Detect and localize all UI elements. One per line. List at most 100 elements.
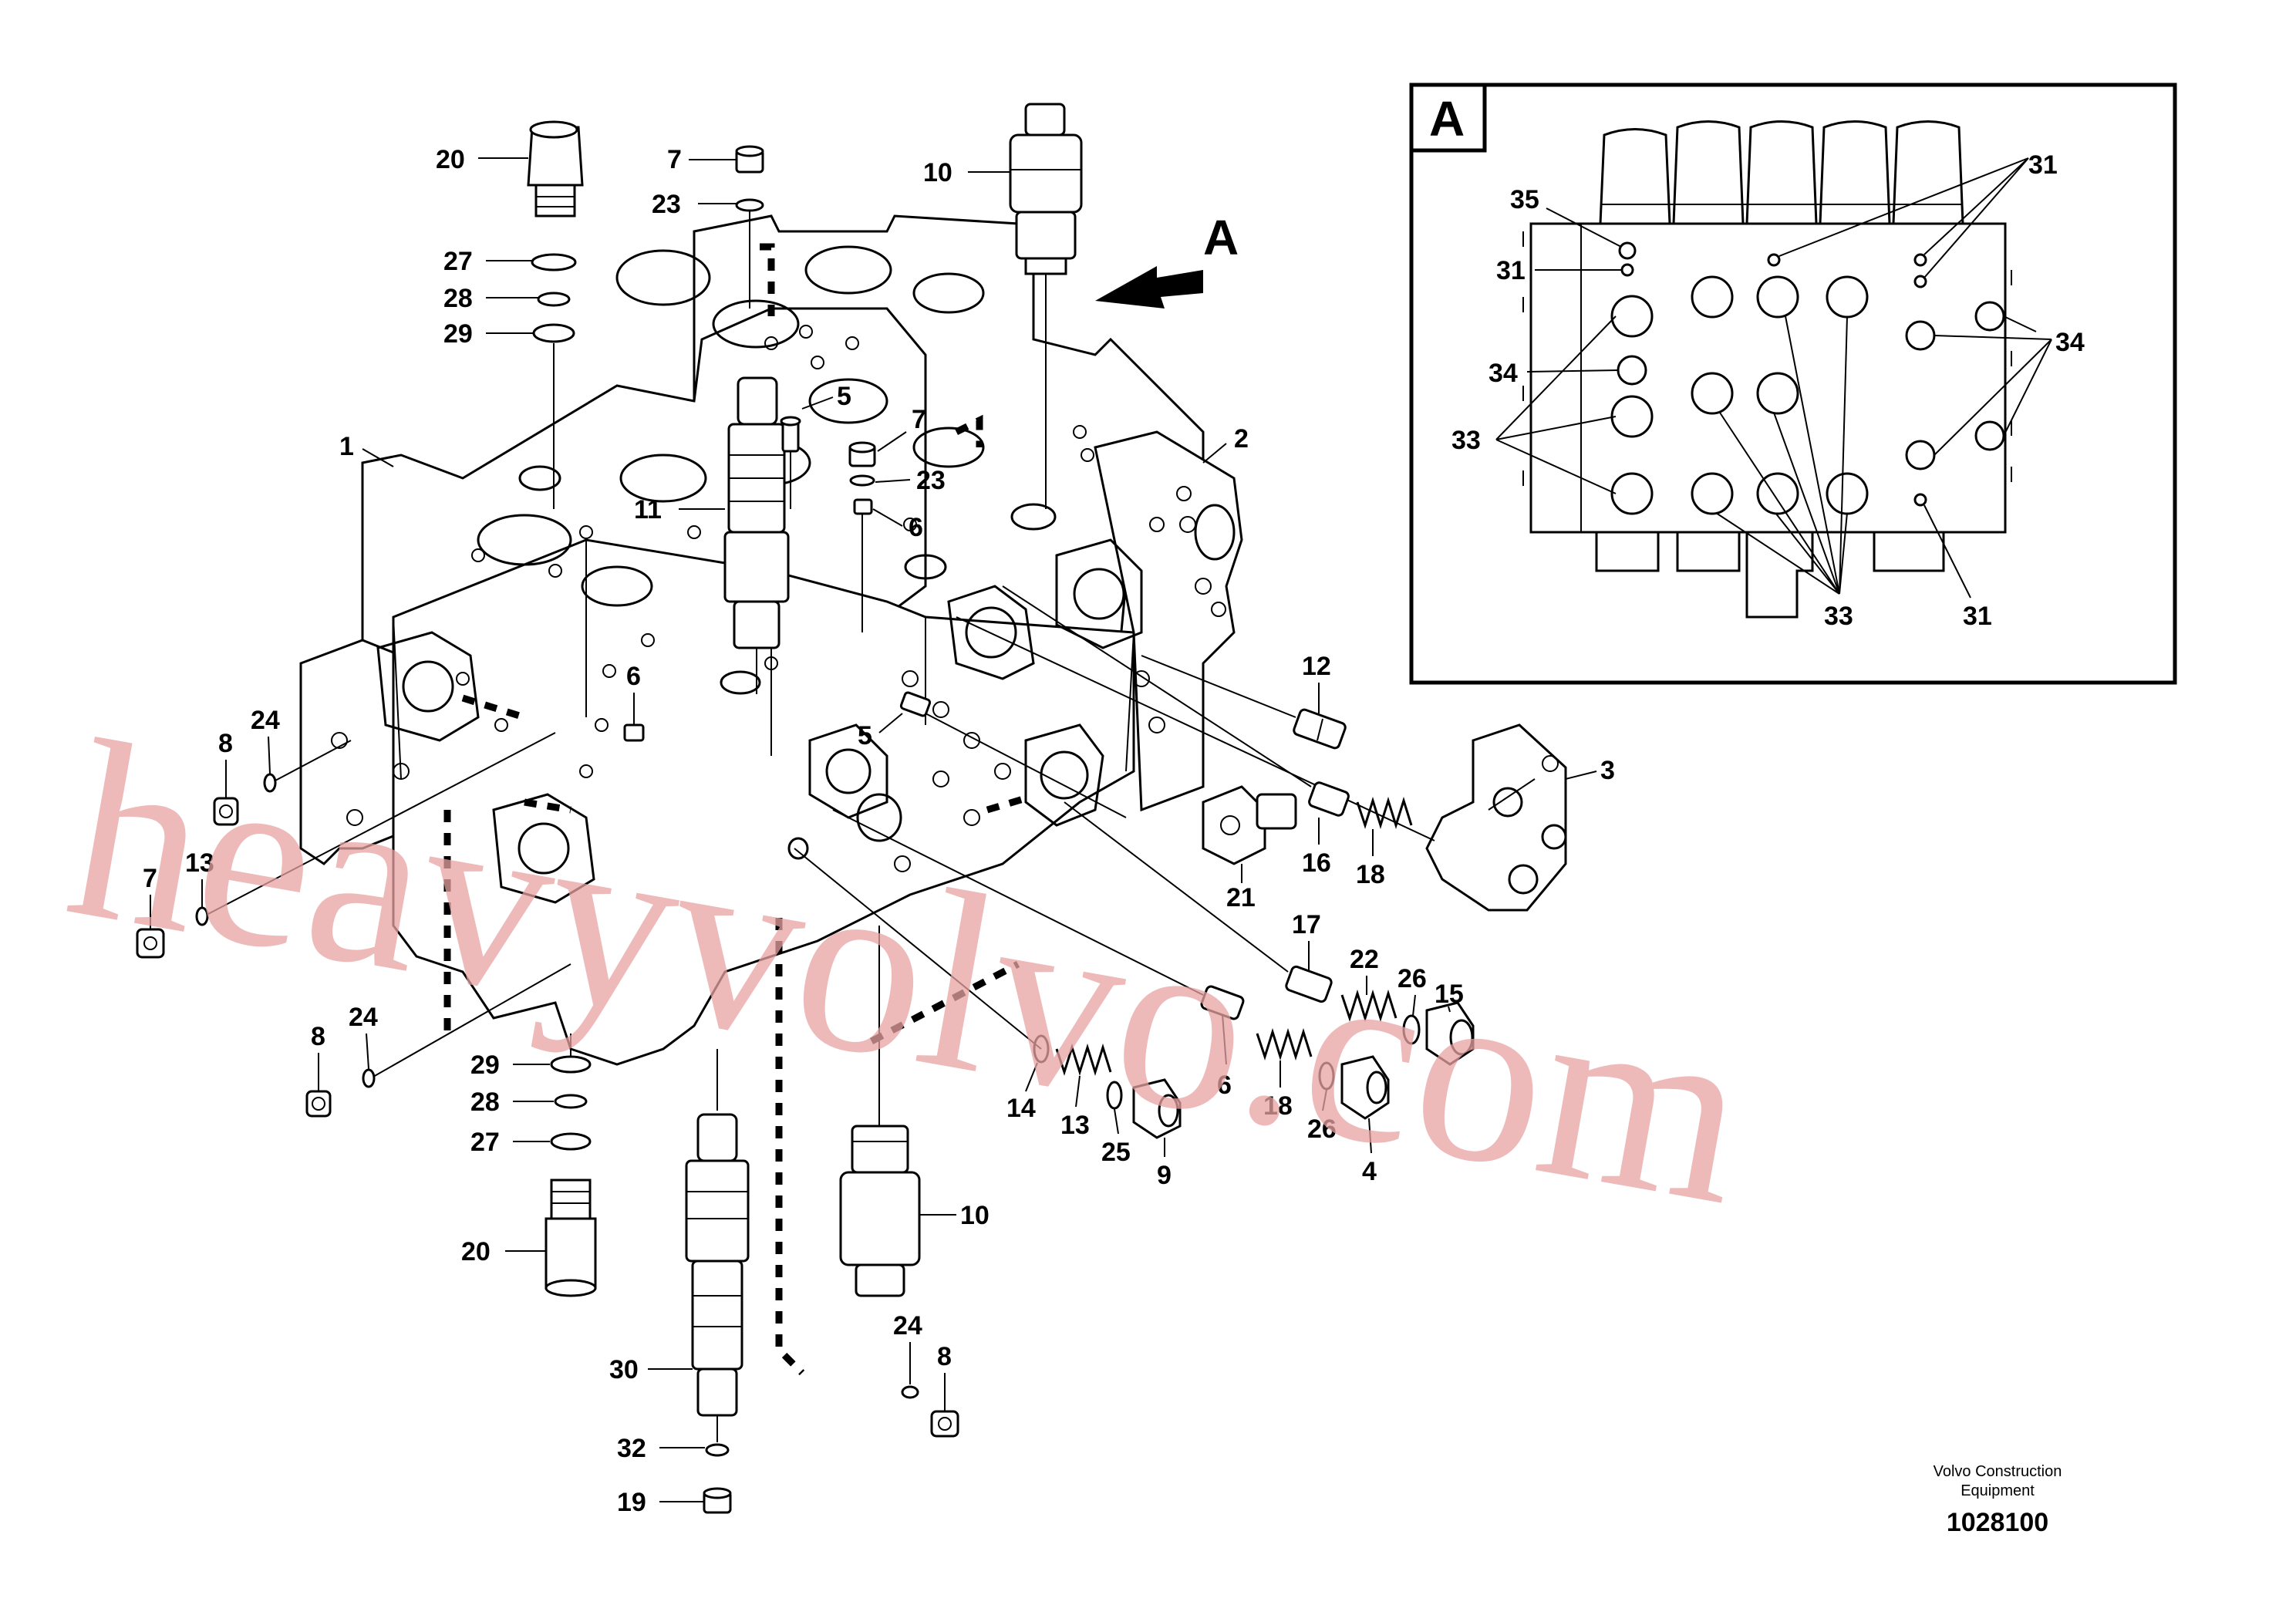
callout-a-arrow: A: [1203, 210, 1239, 265]
callout-20-top: 20: [436, 145, 465, 174]
callout-22: 22: [1350, 945, 1379, 974]
o-ring-26-top: [1402, 1014, 1421, 1045]
o-ring-23-top: [735, 198, 764, 212]
o-ring-25: [1106, 1081, 1123, 1110]
callout-26-top: 26: [1397, 964, 1427, 993]
callout-7-left: 7: [143, 864, 157, 893]
o-ring-24-left: [263, 773, 277, 793]
spring-22: [1340, 989, 1397, 1023]
footer-company-line1: Volvo Construction: [1934, 1463, 2062, 1480]
pressure-valve-10-top: [1009, 103, 1083, 275]
plug-4: [1340, 1055, 1390, 1120]
detail-callout-34-left: 34: [1489, 359, 1518, 388]
footer-company-line2: Equipment: [1961, 1482, 2035, 1499]
detail-callout-31-top-right: 31: [2028, 150, 2058, 180]
callout-2: 2: [1234, 424, 1249, 454]
callout-5-right: 5: [858, 721, 872, 750]
o-ring-26-bottom: [1318, 1061, 1335, 1091]
footer-drawing-number: 1028100: [1947, 1508, 2048, 1537]
callout-28-top: 28: [443, 284, 473, 313]
callout-14: 14: [1006, 1094, 1036, 1123]
detail-callout-34-right: 34: [2055, 328, 2085, 357]
screw-5-right: [899, 691, 932, 717]
o-ring-32: [705, 1443, 730, 1457]
callout-8-left: 8: [218, 729, 233, 758]
detail-callout-33-bottom: 33: [1824, 602, 1853, 631]
callout-32: 32: [617, 1434, 646, 1463]
callout-26-bottom: 26: [1307, 1114, 1337, 1144]
filter-6-mid: [853, 498, 873, 515]
o-ring-24-bottom: [901, 1385, 919, 1399]
plug-9: [1132, 1078, 1182, 1139]
spring-13-bottom: [1055, 1043, 1112, 1077]
callout-5-top: 5: [837, 382, 851, 411]
callout-13-bottom: 13: [1060, 1111, 1090, 1140]
callout-11: 11: [634, 495, 662, 524]
o-ring-27-bottom: [550, 1132, 592, 1151]
poppet-6-bottom: [1200, 985, 1245, 1020]
view-arrow-a: [1095, 266, 1203, 309]
callout-19: 19: [617, 1488, 646, 1517]
callout-18-bottom: 18: [1263, 1091, 1293, 1121]
callout-8-mid: 8: [311, 1022, 325, 1051]
screw-5-top: [780, 416, 801, 453]
relief-valve-20-bottom: [544, 1179, 597, 1297]
detail-callout-35: 35: [1510, 185, 1539, 214]
callout-30: 30: [609, 1355, 639, 1384]
o-ring-23-mid: [849, 474, 875, 487]
callout-6-bottom: 6: [1217, 1071, 1232, 1100]
callout-20-bottom: 20: [461, 1237, 491, 1266]
o-ring-27-top: [531, 253, 577, 271]
callout-25: 25: [1101, 1138, 1131, 1167]
callout-18-top: 18: [1356, 860, 1385, 889]
callout-6-left: 6: [626, 662, 641, 691]
callout-24-bottom: 24: [893, 1311, 922, 1340]
detail-valve-outline: [1522, 120, 2012, 619]
pressure-valve-10-bottom: [839, 1125, 921, 1297]
valve-12: [1293, 708, 1347, 750]
filter-6-left: [623, 723, 645, 742]
detail-callout-33-left: 33: [1451, 426, 1481, 455]
drawing-footer: Volvo Construction Equipment 1028100: [1934, 1463, 2062, 1537]
detail-view-a: A: [1409, 83, 2177, 685]
callout-4: 4: [1362, 1157, 1377, 1186]
plug-7-top: [735, 145, 764, 174]
callout-12: 12: [1302, 652, 1331, 681]
o-ring-24-mid: [362, 1068, 376, 1088]
spool-valve-11: [723, 376, 790, 649]
plug-19: [703, 1487, 732, 1514]
callout-27-top: 27: [443, 247, 473, 276]
o-ring-28-top: [537, 292, 571, 307]
spring-18-bottom: [1256, 1027, 1313, 1061]
callout-10-bottom: 10: [960, 1201, 990, 1230]
callout-7-mid: 7: [912, 405, 926, 434]
callout-6-mid: 6: [909, 513, 923, 542]
check-valve-21: [1202, 785, 1297, 865]
callout-24-mid: 24: [349, 1003, 378, 1032]
spool-valve-30: [685, 1113, 750, 1417]
solenoid-valve-3: [1425, 723, 1567, 912]
plug-8-bottom: [930, 1410, 959, 1438]
poppet-16: [1308, 781, 1350, 817]
detail-letter: A: [1429, 91, 1465, 147]
callout-13-left: 13: [185, 848, 214, 878]
callout-28-bottom: 28: [470, 1088, 500, 1117]
callout-21: 21: [1226, 883, 1256, 912]
callout-7-top: 7: [667, 145, 682, 174]
callout-24-left: 24: [251, 706, 280, 735]
detail-callout-31-bottom: 31: [1963, 602, 1992, 631]
callout-29-top: 29: [443, 319, 473, 349]
detail-callout-31-left: 31: [1496, 256, 1526, 285]
relief-valve-20-top: [527, 120, 584, 218]
callout-labels: 20 27 28 29 7 23 10 A 1 2 5 7 23 6 11 6 …: [143, 145, 1615, 1517]
callout-8-bottom: 8: [937, 1342, 952, 1371]
plug-7-mid: [848, 441, 876, 467]
o-ring-28-bottom: [554, 1094, 588, 1109]
callout-17: 17: [1292, 910, 1321, 939]
plug-8-mid: [305, 1090, 332, 1118]
callout-16: 16: [1302, 848, 1331, 878]
callout-27-bottom: 27: [470, 1128, 500, 1157]
spring-18-top: [1356, 796, 1413, 830]
callout-29-bottom: 29: [470, 1050, 500, 1080]
